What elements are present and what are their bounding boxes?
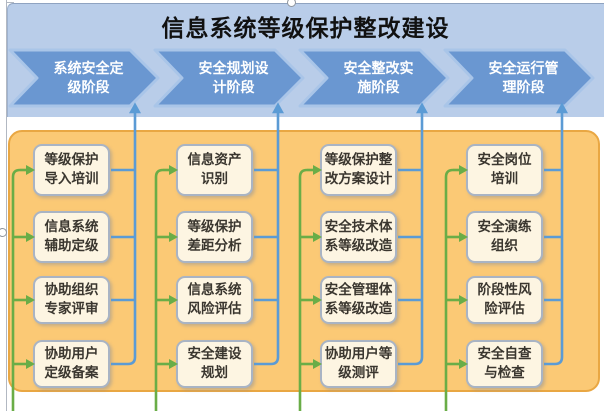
task-box-c1-r4[interactable]: 协助用户 定级备案 xyxy=(33,340,110,388)
task-label: 协助用户 定级备案 xyxy=(44,346,99,380)
slide-edge-hook xyxy=(6,2,14,3)
task-label: 信息系统 辅助定级 xyxy=(44,219,99,253)
task-box-c1-r1[interactable]: 等级保护 导入培训 xyxy=(33,144,110,196)
selection-handle-top[interactable] xyxy=(287,0,296,7)
task-box-c4-r1[interactable]: 安全岗位 培训 xyxy=(466,144,543,196)
task-label: 等级保护 差距分析 xyxy=(187,219,242,253)
task-box-c4-r2[interactable]: 安全演练 组织 xyxy=(466,211,543,263)
task-box-c2-r3[interactable]: 信息系统 风险评估 xyxy=(176,276,253,324)
task-box-c3-r3[interactable]: 安全管理体 系等级改造 xyxy=(320,276,397,324)
task-label: 信息系统 风险评估 xyxy=(187,282,242,316)
phase-label: 安全整改实 施阶段 xyxy=(343,60,414,95)
task-box-c1-r3[interactable]: 协助组织 专家评审 xyxy=(33,276,110,324)
task-label: 安全管理体 系等级改造 xyxy=(324,282,393,316)
phase-chevron-3[interactable]: 安全整改实 施阶段 xyxy=(298,48,451,108)
task-label: 信息资产 识别 xyxy=(187,152,242,186)
phase-label: 安全规划设 计阶段 xyxy=(198,60,269,95)
task-box-c1-r2[interactable]: 信息系统 辅助定级 xyxy=(33,211,110,263)
task-box-c3-r4[interactable]: 协助用户等 级测评 xyxy=(320,340,397,388)
phase-chevron-1[interactable]: 系统安全定 级阶段 xyxy=(8,48,161,108)
phase-label: 系统安全定 级阶段 xyxy=(53,60,124,95)
task-box-c4-r4[interactable]: 安全自查 与检查 xyxy=(466,340,543,388)
task-box-c2-r1[interactable]: 信息资产 识别 xyxy=(176,144,253,196)
task-label: 协助用户等 级测评 xyxy=(324,346,393,380)
phase-chevron-4[interactable]: 安全运行管 理阶段 xyxy=(443,48,596,108)
task-label: 安全岗位 培训 xyxy=(477,152,532,186)
page-title[interactable]: 信息系统等级保护整改建设 xyxy=(161,15,450,41)
task-label: 等级保护整 改方案设计 xyxy=(324,152,393,186)
task-box-c3-r1[interactable]: 等级保护整 改方案设计 xyxy=(320,144,397,196)
task-label: 等级保护 导入培训 xyxy=(44,152,99,186)
task-box-c2-r2[interactable]: 等级保护 差距分析 xyxy=(176,211,253,263)
task-box-c3-r2[interactable]: 安全技术体 系等级改造 xyxy=(320,211,397,263)
task-label: 安全技术体 系等级改造 xyxy=(324,219,393,253)
task-label: 安全演练 组织 xyxy=(477,219,532,253)
task-label: 阶段性风 险评估 xyxy=(477,282,532,316)
selection-handle-left[interactable] xyxy=(0,228,7,237)
slide-edge-line xyxy=(6,0,7,411)
task-box-c4-r3[interactable]: 阶段性风 险评估 xyxy=(466,276,543,324)
phase-chevron-2[interactable]: 安全规划设 计阶段 xyxy=(153,48,306,108)
phase-label: 安全运行管 理阶段 xyxy=(488,60,559,95)
task-box-c2-r4[interactable]: 安全建设 规划 xyxy=(176,340,253,388)
task-label: 安全建设 规划 xyxy=(187,346,242,380)
task-label: 协助组织 专家评审 xyxy=(44,282,99,316)
task-label: 安全自查 与检查 xyxy=(477,346,532,380)
